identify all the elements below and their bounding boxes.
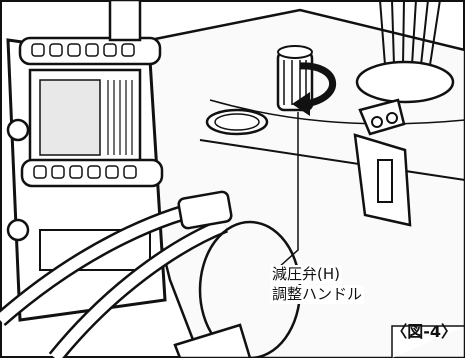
figure-number: 〈図-4〉 xyxy=(391,322,457,341)
callout-label-valve: 減圧弁(H) xyxy=(270,265,342,284)
latch-clip xyxy=(353,98,412,227)
callout-label-handle: 調整ハンドル xyxy=(270,285,365,304)
rotation-arrow-icon xyxy=(292,62,337,116)
hose xyxy=(0,190,233,358)
brush-bristles xyxy=(379,0,441,66)
